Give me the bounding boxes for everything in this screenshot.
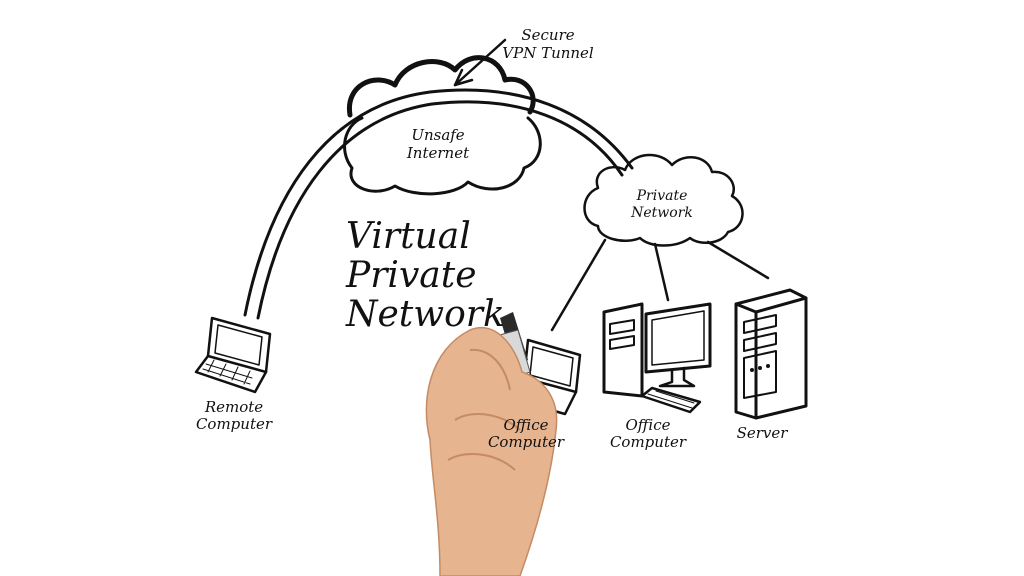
- internet-label-line-1: Unsafe: [411, 126, 464, 144]
- office-laptop-label-line-2: Computer: [488, 433, 565, 451]
- private-network-label-line-1: Private: [636, 188, 688, 204]
- server-dot: [750, 368, 754, 372]
- office-desktop-icon: [604, 304, 710, 412]
- server-label: Server: [737, 424, 789, 442]
- diagram-title-line-1: Virtual: [346, 216, 471, 257]
- remote-laptop-icon: [196, 318, 270, 392]
- remote-computer-label-line-1: Remote: [204, 398, 263, 416]
- server-icon: [736, 290, 806, 418]
- diagram-title-line-2: Private: [345, 255, 477, 296]
- diagram-title-line-3: Network: [345, 294, 505, 335]
- office-laptop-label-line-1: Office: [504, 416, 549, 434]
- server-dot: [766, 364, 770, 368]
- office-desktop-label-line-1: Office: [626, 416, 671, 434]
- vpn-tunnel-label-line-2: VPN Tunnel: [502, 44, 594, 62]
- remote-computer-label-line-2: Computer: [196, 415, 273, 433]
- vpn-tunnel-label-line-1: Secure: [521, 26, 574, 44]
- office-desktop-label-line-2: Computer: [610, 433, 687, 451]
- server-dot: [758, 366, 762, 370]
- private-network-label-line-2: Network: [630, 205, 693, 221]
- internet-label-line-2: Internet: [406, 144, 470, 162]
